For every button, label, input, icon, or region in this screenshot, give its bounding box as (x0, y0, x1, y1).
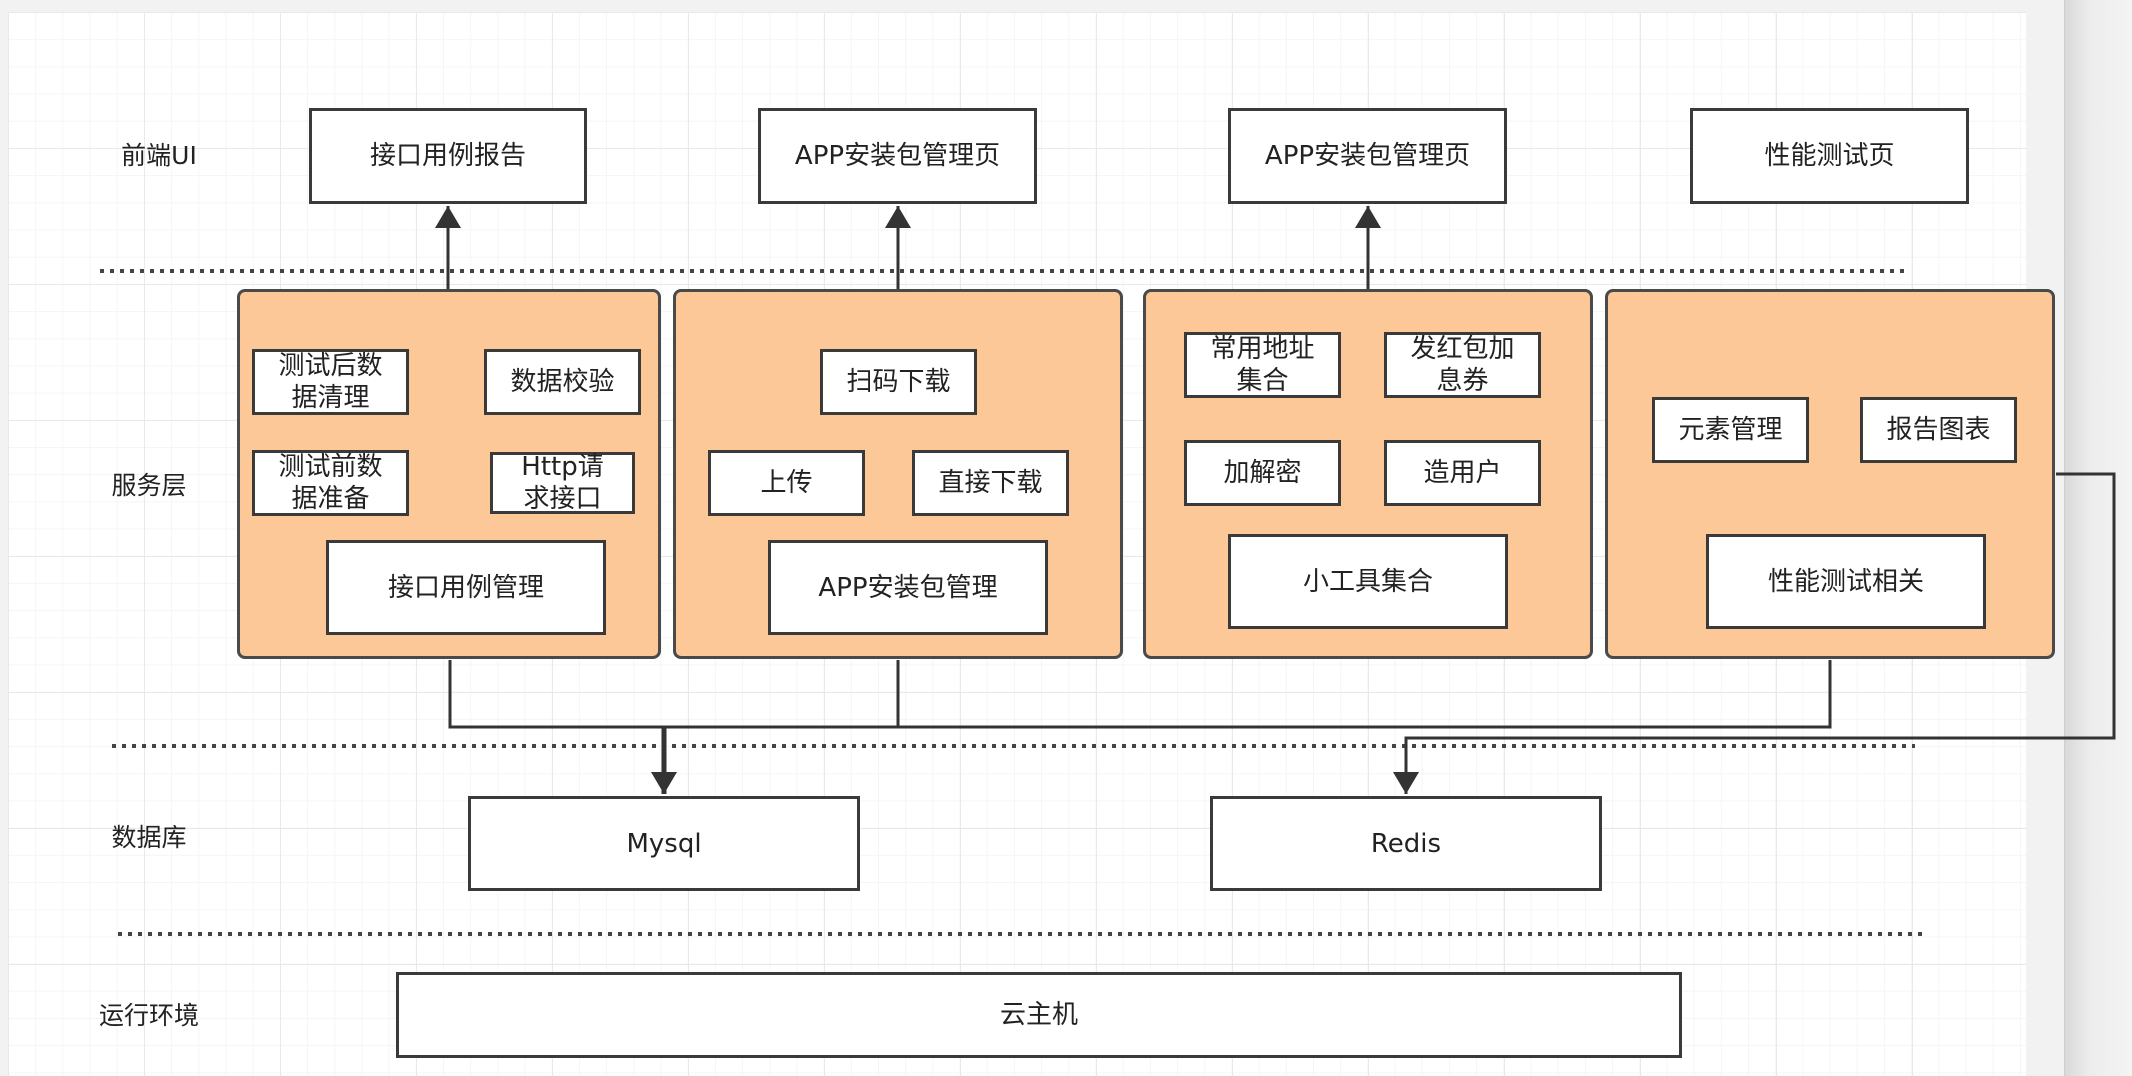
report-chart-box[interactable]: 报告图表 (1860, 397, 2017, 463)
frontend-app-page-label-2: APP安装包管理页 (1264, 141, 1471, 171)
post-cleanup-label: 测试后数 据清理 (278, 351, 383, 413)
app-manage-label: APP安装包管理 (818, 572, 998, 603)
case-manage-box[interactable]: 接口用例管理 (326, 540, 606, 635)
frontend-app-page-label-1: APP安装包管理页 (794, 141, 1001, 171)
scan-download-box[interactable]: 扫码下载 (820, 349, 977, 415)
coupon-label: 发红包加 息券 (1410, 334, 1515, 396)
vertical-scrollbar[interactable] (2064, 0, 2132, 1076)
create-user-label: 造用户 (1423, 458, 1502, 488)
redis-label: Redis (1370, 828, 1442, 859)
coupon-box[interactable]: 发红包加 息券 (1384, 332, 1541, 398)
upload-box[interactable]: 上传 (708, 450, 865, 516)
http-request-label: Http请 求接口 (521, 452, 604, 514)
pre-prepare-box[interactable]: 测试前数 据准备 (252, 450, 409, 516)
crypto-label: 加解密 (1223, 458, 1302, 488)
post-cleanup-box[interactable]: 测试后数 据清理 (252, 349, 409, 415)
cloud-host-box[interactable]: 云主机 (396, 972, 1682, 1058)
layer-label-runtime: 运行环境 (98, 1001, 199, 1030)
cloud-host-label: 云主机 (999, 1000, 1078, 1030)
layer-label-frontend: 前端UI (121, 141, 197, 170)
frontend-perf-page-box[interactable]: 性能测试页 (1690, 108, 1969, 204)
frontend-perf-page-label: 性能测试页 (1764, 141, 1895, 171)
layer-label-database: 数据库 (111, 823, 187, 852)
tools-set-box[interactable]: 小工具集合 (1228, 534, 1508, 629)
scan-download-label: 扫码下载 (846, 367, 951, 397)
data-check-label: 数据校验 (510, 367, 615, 397)
tools-set-label: 小工具集合 (1302, 566, 1433, 597)
layer-label-service: 服务层 (111, 471, 187, 500)
element-manage-box[interactable]: 元素管理 (1652, 397, 1809, 463)
create-user-box[interactable]: 造用户 (1384, 440, 1541, 506)
address-set-label: 常用地址 集合 (1210, 334, 1315, 396)
report-chart-label: 报告图表 (1886, 415, 1991, 445)
direct-download-label: 直接下载 (938, 468, 1043, 498)
frontend-app-page-box-2[interactable]: APP安装包管理页 (1228, 108, 1507, 204)
frontend-case-report-box[interactable]: 接口用例报告 (309, 108, 587, 204)
perf-related-label: 性能测试相关 (1767, 566, 1924, 597)
frontend-case-report-label: 接口用例报告 (369, 141, 526, 171)
redis-box[interactable]: Redis (1210, 796, 1602, 891)
data-check-box[interactable]: 数据校验 (484, 349, 641, 415)
crypto-box[interactable]: 加解密 (1184, 440, 1341, 506)
case-manage-label: 接口用例管理 (387, 572, 544, 603)
perf-related-box[interactable]: 性能测试相关 (1706, 534, 1986, 629)
direct-download-box[interactable]: 直接下载 (912, 450, 1069, 516)
frontend-app-page-box-1[interactable]: APP安装包管理页 (758, 108, 1037, 204)
http-request-box[interactable]: Http请 求接口 (490, 452, 635, 514)
element-manage-label: 元素管理 (1678, 415, 1783, 445)
upload-label: 上传 (760, 468, 813, 498)
address-set-box[interactable]: 常用地址 集合 (1184, 332, 1341, 398)
pre-prepare-label: 测试前数 据准备 (278, 452, 383, 514)
app-manage-box[interactable]: APP安装包管理 (768, 540, 1048, 635)
mysql-box[interactable]: Mysql (468, 796, 860, 891)
mysql-label: Mysql (626, 828, 702, 859)
